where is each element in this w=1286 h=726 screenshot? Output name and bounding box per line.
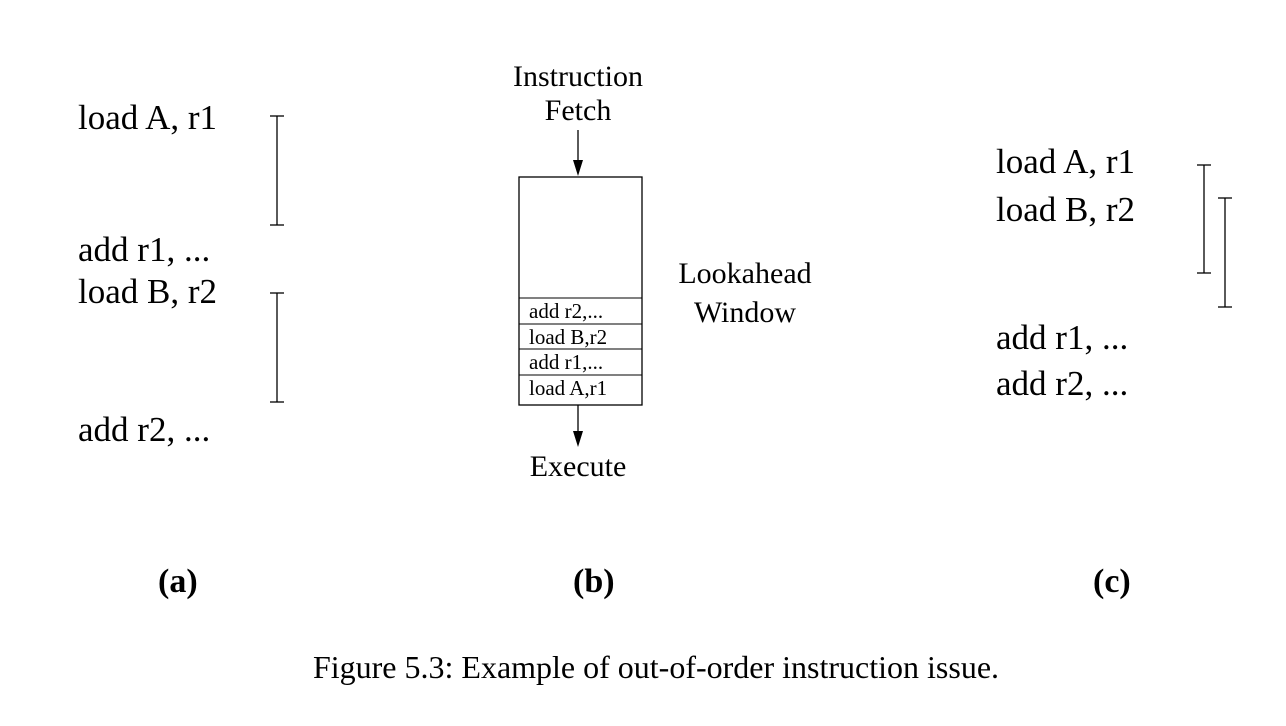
instruction-fetch-label-line-1: Instruction [513, 60, 643, 93]
panel-c-instruction-2: load B, r2 [996, 190, 1136, 229]
panel-a-label: (a) [158, 563, 198, 600]
execute-label: Execute [529, 450, 627, 483]
panel-c-instruction-4: add r2, ... [996, 364, 1129, 403]
window-entry-add-r2: add r2,... [529, 299, 604, 323]
lookahead-window-label-line-2: Window [693, 296, 797, 329]
panel-a-instruction-2: add r1, ... [78, 230, 211, 269]
lookahead-window-label-line-1: Lookahead [678, 257, 812, 290]
fetch-arrow [573, 130, 583, 176]
window-slot-dividers [519, 297, 642, 376]
execute-arrow [573, 405, 583, 447]
instruction-fetch-label-line-2: Fetch [544, 94, 612, 127]
latency-bracket-c-load-a [1197, 164, 1211, 274]
figure-caption: Figure 5.3: Example of out-of-order inst… [312, 649, 1000, 685]
panel-c-label: (c) [1093, 563, 1131, 600]
lookahead-window-box [518, 176, 643, 406]
window-entry-load-a: load A,r1 [529, 376, 608, 400]
window-entry-add-r1: add r1,... [529, 350, 604, 374]
panel-a-instruction-3: load B, r2 [78, 272, 218, 311]
window-entry-load-b: load B,r2 [529, 325, 608, 349]
panel-c-instruction-1: load A, r1 [996, 142, 1136, 181]
panel-b-label: (b) [573, 563, 615, 600]
panel-c-instruction-3: add r1, ... [996, 318, 1129, 357]
panel-a-instruction-1: load A, r1 [78, 98, 218, 137]
latency-bracket-load-a [270, 115, 284, 226]
panel-a-instruction-4: add r2, ... [78, 410, 211, 449]
latency-bracket-load-b [270, 292, 284, 403]
latency-bracket-c-load-b [1218, 197, 1232, 308]
